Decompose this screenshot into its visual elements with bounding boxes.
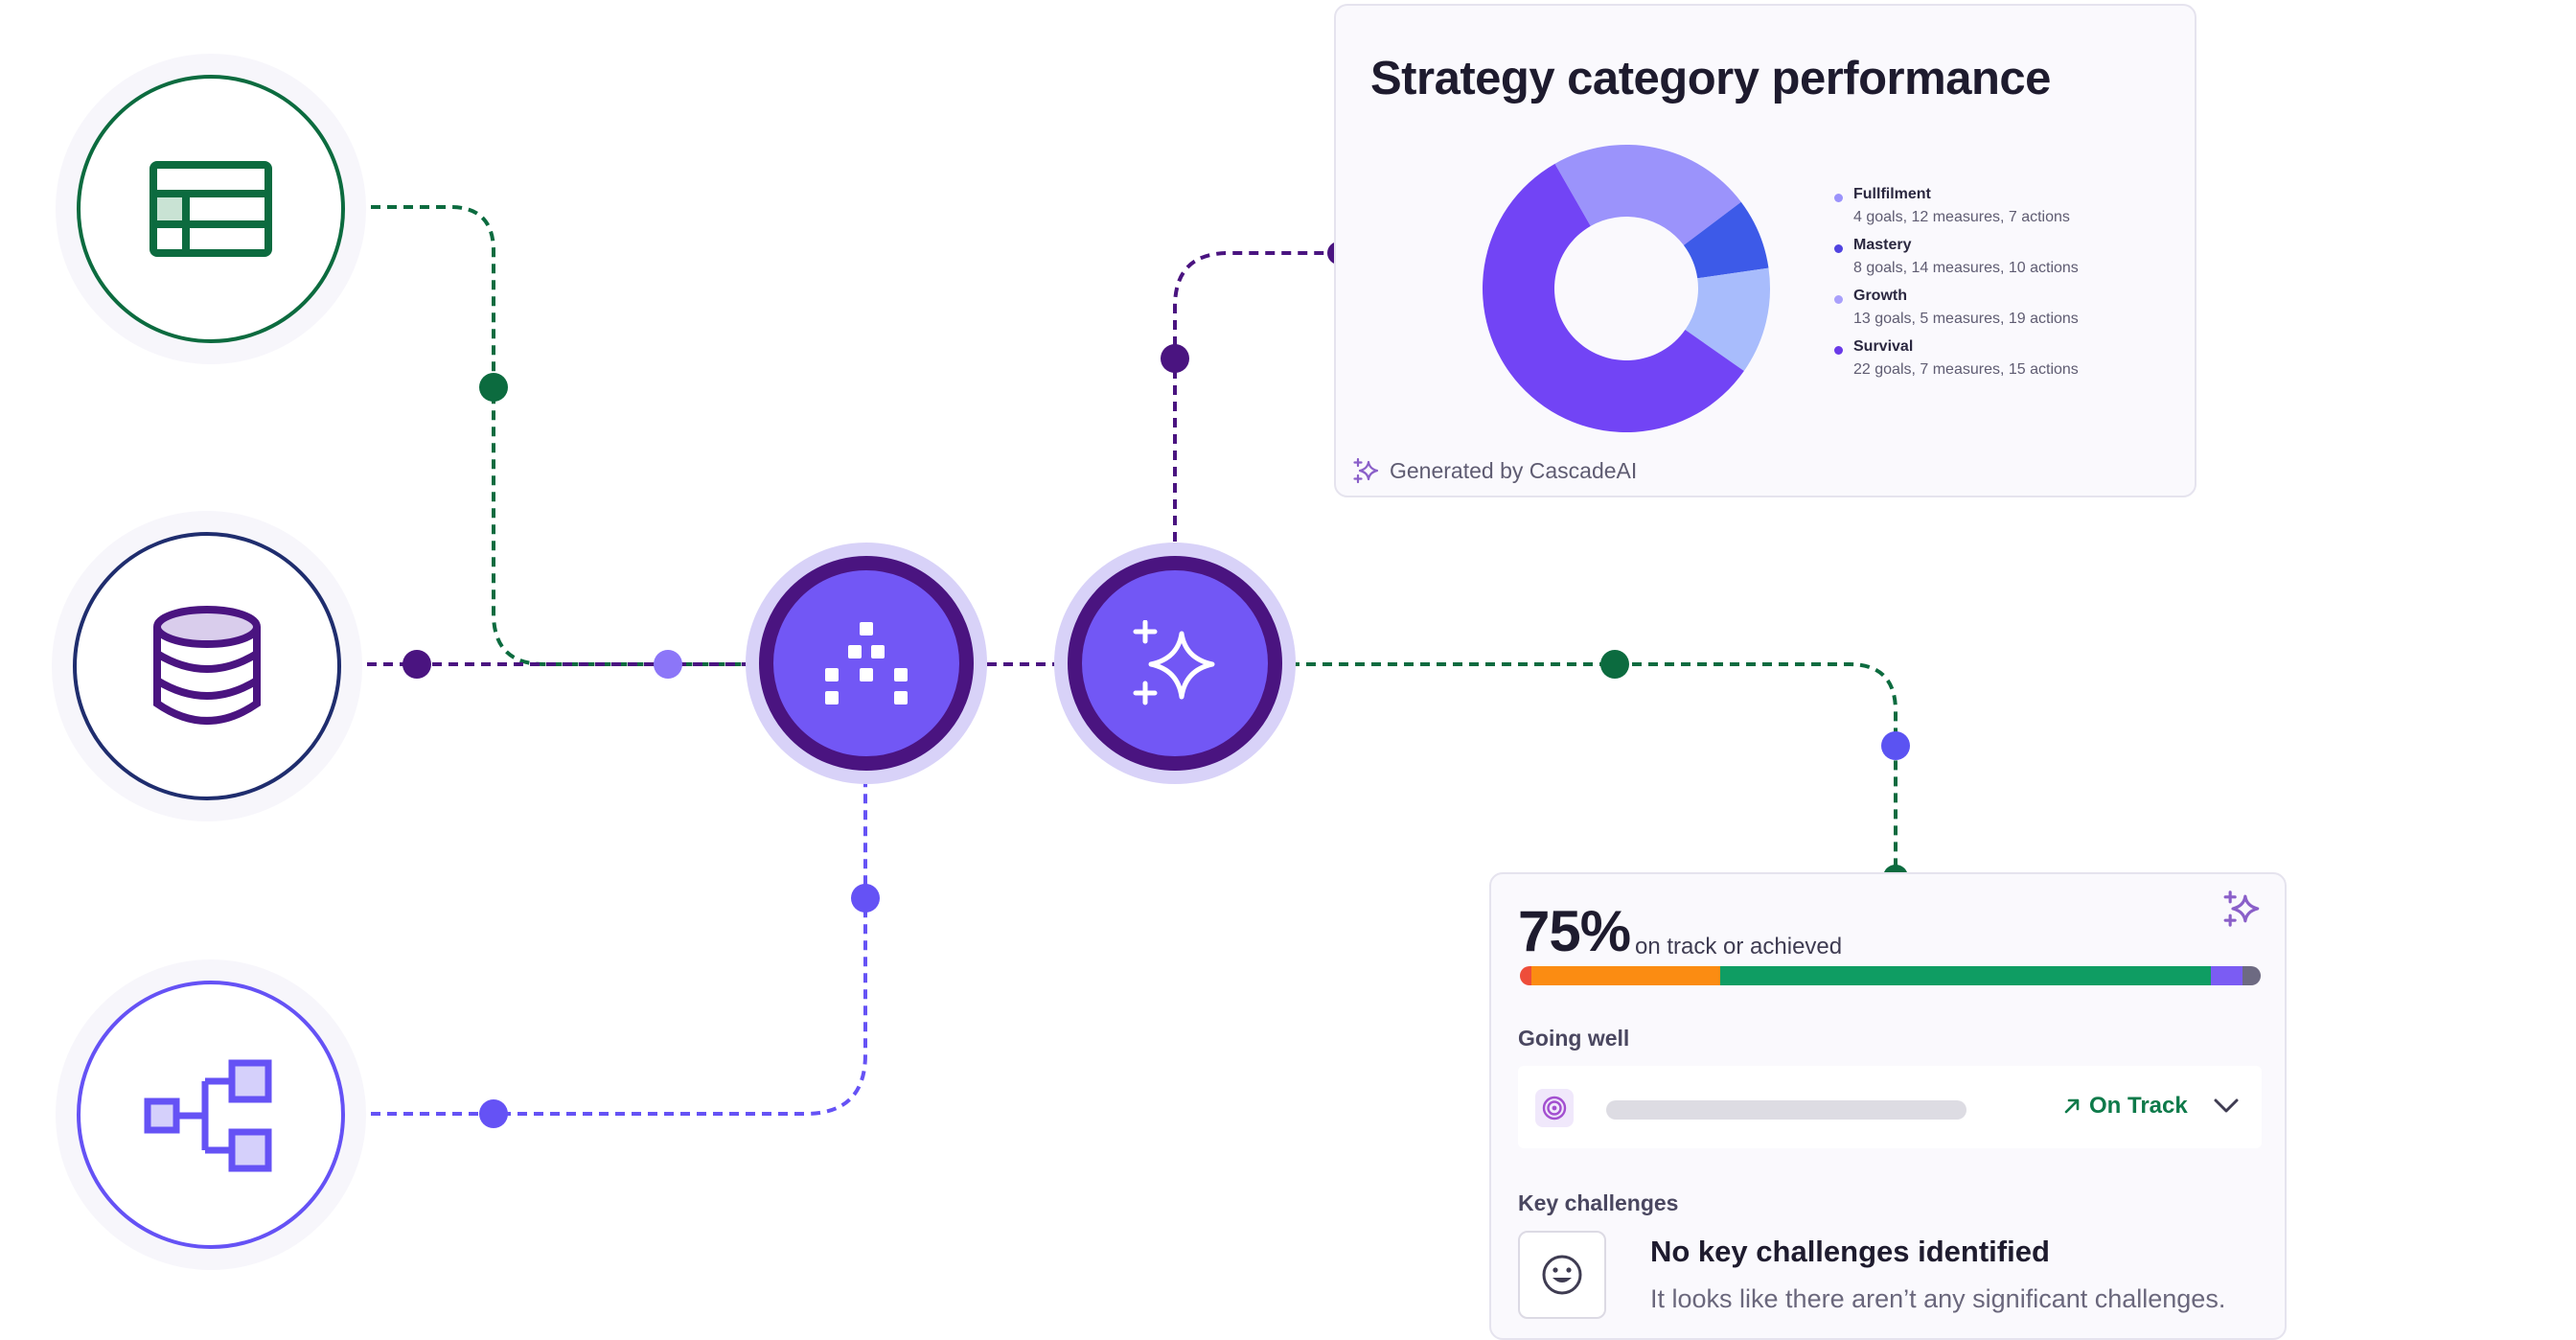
ai-sparkle-icon (1353, 457, 1379, 484)
cascade-hub[interactable] (759, 556, 974, 771)
percent-value: 75% (1518, 899, 1631, 963)
strategy-chart-card[interactable]: Strategy category performance Fullfilmen… (1334, 4, 2196, 497)
legend-item[interactable]: Survival 22 goals, 7 measures, 15 actions (1834, 338, 2179, 389)
ai-hub[interactable] (1068, 556, 1282, 771)
donut-slice-survival[interactable] (1483, 163, 1744, 432)
legend-label: Growth (1853, 288, 1907, 304)
wire-hierarchy-to-hub (355, 776, 867, 1116)
wire-dot (1161, 344, 1189, 373)
percent-label: on track or achieved (1635, 934, 1843, 959)
going-well-heading: Going well (1518, 1026, 1630, 1051)
going-well-row[interactable]: On Track (1518, 1066, 2262, 1148)
generated-by-label: Generated by CascadeAI (1390, 457, 1638, 483)
legend-description: 22 goals, 7 measures, 15 actions (1853, 361, 2079, 378)
progress-segment-achieved (2211, 966, 2242, 985)
target-icon (1535, 1089, 1574, 1127)
donut-slice-mastery[interactable] (1683, 201, 1769, 279)
wire-dot (1600, 650, 1629, 679)
chart-legend: Fullfilment 4 goals, 12 measures, 7 actio… (1834, 186, 2179, 389)
progress-segment-critical (1520, 966, 1532, 985)
trend-up-icon (2064, 1098, 2080, 1114)
donut-slice-fullfilment[interactable] (1554, 144, 1741, 245)
hierarchy-icon (144, 1059, 272, 1172)
cascade-logo-icon (825, 622, 908, 705)
donut-chart (1483, 144, 1770, 432)
spreadsheet-icon (150, 161, 272, 257)
wire-ai-to-status (1290, 662, 1898, 874)
legend-swatch (1834, 295, 1843, 304)
on-track-label: On Track (2089, 1093, 2188, 1119)
wire-dot (654, 650, 682, 679)
spreadsheet-source-node[interactable] (77, 75, 345, 343)
hierarchy-source-node[interactable] (77, 981, 345, 1249)
wire-dot (1881, 731, 1910, 760)
chart-title: Strategy category performance (1370, 53, 2051, 104)
donut-slice-growth[interactable] (1685, 267, 1770, 372)
wire-dot (851, 884, 880, 913)
legend-item[interactable]: Mastery 8 goals, 14 measures, 10 actions (1834, 237, 2179, 288)
legend-label: Mastery (1853, 237, 1912, 253)
legend-item[interactable]: Fullfilment 4 goals, 12 measures, 7 actio… (1834, 186, 2179, 237)
wire-ai-to-chart (1173, 251, 1337, 542)
progress-segment-on-track (1719, 966, 2212, 985)
key-challenges-text: It looks like there aren’t any significa… (1650, 1284, 2226, 1313)
chevron-down-icon[interactable] (2212, 1095, 2241, 1118)
ai-sparkle-icon[interactable] (2223, 889, 2262, 928)
legend-swatch (1834, 346, 1843, 355)
legend-item[interactable]: Growth 13 goals, 5 measures, 19 actions (1834, 288, 2179, 338)
on-track-status[interactable]: On Track (2062, 1093, 2188, 1120)
chart-footer: Generated by CascadeAI (1353, 456, 1637, 485)
legend-description: 4 goals, 12 measures, 7 actions (1853, 209, 2070, 225)
key-challenges-heading: Key challenges (1518, 1190, 1679, 1215)
goal-name-placeholder (1606, 1100, 1966, 1120)
wire-dot (402, 650, 431, 679)
legend-swatch (1834, 244, 1843, 253)
status-progress-bar (1520, 966, 2261, 985)
legend-label: Fullfilment (1853, 186, 1931, 202)
database-icon (153, 606, 261, 725)
legend-description: 13 goals, 5 measures, 19 actions (1853, 311, 2079, 327)
legend-description: 8 goals, 14 measures, 10 actions (1853, 260, 2079, 276)
database-source-node[interactable] (73, 532, 341, 800)
legend-swatch (1834, 194, 1843, 202)
progress-segment-not-started (2242, 966, 2261, 985)
sparkle-icon (1133, 620, 1215, 705)
legend-label: Survival (1853, 338, 1914, 355)
smiley-icon (1518, 1231, 1606, 1319)
wire-dot (479, 1099, 508, 1128)
wire-dot (479, 373, 508, 402)
wire-spreadsheet-to-hub (355, 205, 748, 666)
progress-segment-at-risk (1531, 966, 1720, 985)
goal-status-card[interactable]: 75% on track or achieved Going well On T… (1489, 872, 2287, 1340)
key-challenges-headline: No key challenges identified (1650, 1235, 2050, 1268)
